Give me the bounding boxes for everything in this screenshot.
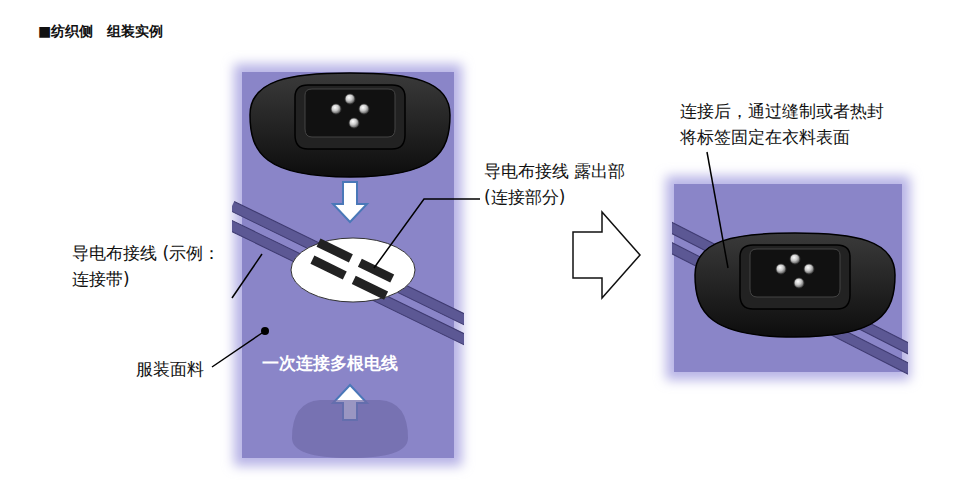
- callout-label: 导电布接线 (示例：连接带): [72, 240, 232, 292]
- callout-label: 服装面料: [136, 356, 226, 382]
- callout-label: 连接后，通过缝制或者热封 将标签固定在衣料表面: [680, 98, 940, 150]
- page-title: ■纺织侧 组装实例: [38, 22, 163, 40]
- overlay-note: 一次连接多根电线: [262, 350, 462, 376]
- callout-label: 导电布接线 露出部(连接部分): [484, 158, 654, 210]
